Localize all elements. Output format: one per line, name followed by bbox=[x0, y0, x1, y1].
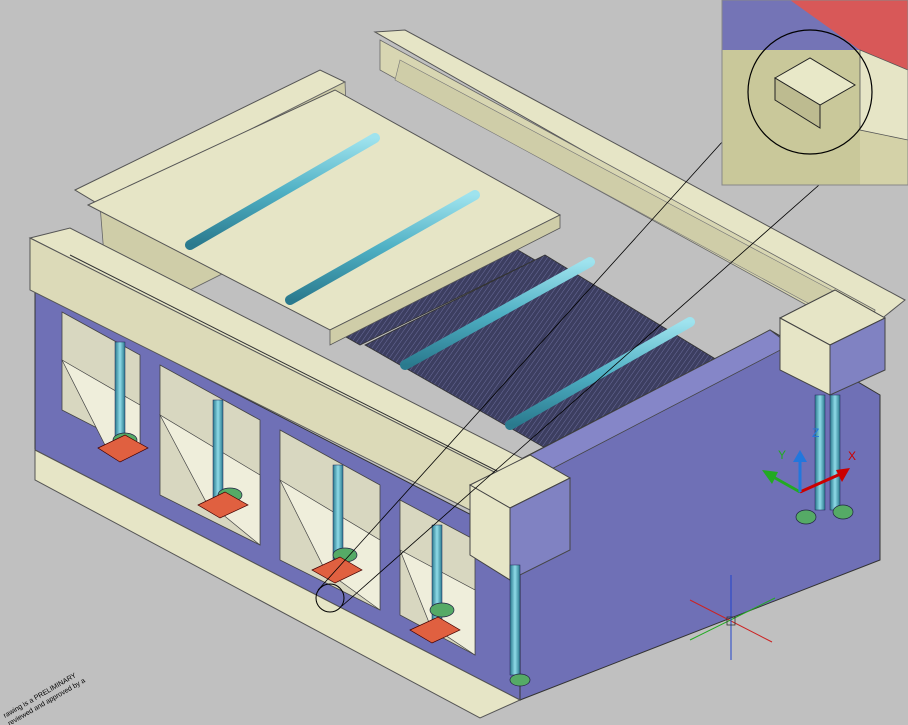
front-base-slab bbox=[34, 449, 522, 719]
ucs-label-z: Z bbox=[812, 426, 819, 440]
end-flume-back-side bbox=[829, 317, 886, 396]
bracket-1 bbox=[97, 434, 149, 463]
drawing-note: rawing is a PRELIMINARY reviewed and app… bbox=[3, 672, 87, 725]
elbow-5 bbox=[509, 673, 531, 687]
sludge-pipe-2 bbox=[212, 399, 224, 501]
collector-pipes bbox=[185, 133, 695, 430]
bracket-3 bbox=[311, 556, 363, 584]
bracket-4 bbox=[409, 616, 461, 644]
detail-leader-1 bbox=[317, 99, 761, 591]
ucs-icon: X Y Z bbox=[762, 426, 856, 494]
detail-callout-circle-large bbox=[747, 29, 873, 155]
sludge-pipe-5 bbox=[509, 564, 521, 676]
collector-pipe-2 bbox=[285, 190, 480, 305]
hopper-slope-2 bbox=[159, 414, 261, 546]
ucs-label-y: Y bbox=[778, 448, 786, 462]
collector-pipe-4 bbox=[505, 317, 695, 430]
collector-pipe-1 bbox=[185, 133, 380, 250]
middle-beam-face bbox=[329, 214, 561, 346]
elbow-6 bbox=[795, 509, 817, 525]
front-beam-rail bbox=[69, 254, 506, 476]
crosshair-cursor bbox=[689, 575, 776, 660]
collector-pipe-3 bbox=[400, 257, 595, 370]
bracket-2 bbox=[197, 491, 249, 519]
sludge-pipe-6 bbox=[814, 394, 826, 511]
elbow-7 bbox=[832, 504, 854, 520]
ucs-label-x: X bbox=[848, 449, 856, 463]
sludge-pipe-7 bbox=[829, 394, 841, 511]
end-flume-front-side bbox=[509, 477, 571, 581]
sludge-pipe-1 bbox=[114, 341, 126, 443]
pipe-brackets bbox=[97, 434, 461, 644]
drawing-note-line1: rawing is a PRELIMINARY bbox=[3, 672, 78, 720]
detail-callout-circle-small bbox=[315, 583, 345, 613]
hopper-slope-3 bbox=[279, 479, 381, 611]
elbow-4 bbox=[429, 602, 455, 618]
detail-leader-2 bbox=[341, 139, 871, 607]
detail-inset bbox=[722, 0, 908, 185]
drawing-note-line2: reviewed and approved by a bbox=[7, 677, 87, 725]
